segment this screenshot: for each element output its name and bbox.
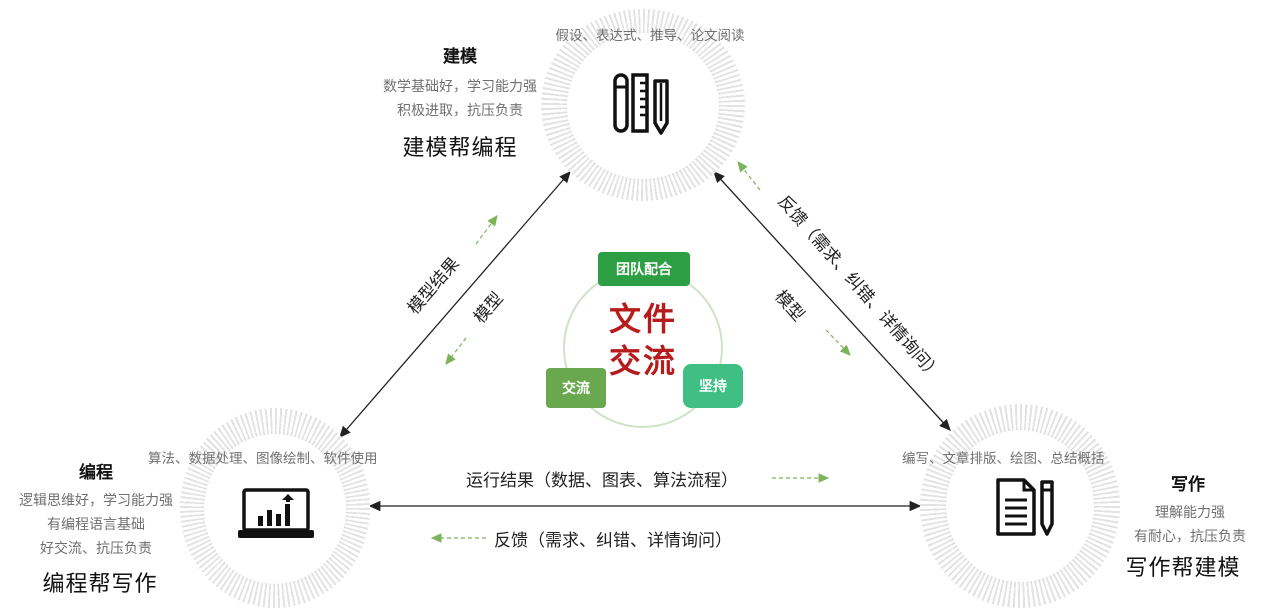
dashed-arrow-right-down xyxy=(825,329,851,356)
dashed-arrow-left-down xyxy=(445,337,467,365)
writing-traits-2: 有耐心，抗压负责 xyxy=(1134,529,1246,545)
modeling-circle xyxy=(541,9,745,201)
core-text-line-2: 交流 xyxy=(608,342,677,380)
tag-persistence: 坚持 xyxy=(683,364,743,408)
modeling-tasks: 假设、表达式、推导、论文阅读 xyxy=(555,28,745,44)
programming-traits-2: 有编程语言基础 xyxy=(47,517,145,533)
writing-circle xyxy=(920,404,1120,608)
core-text-line-1: 文件 xyxy=(608,300,677,338)
writing-role: 写作帮建模 xyxy=(1125,556,1241,581)
writing-title: 写作 xyxy=(1171,475,1205,495)
programming-role: 编程帮写作 xyxy=(42,572,158,597)
laptop-chart-icon xyxy=(238,488,314,538)
edge-modeling-programming xyxy=(339,171,571,438)
edge-label-feedback-bottom: 反馈（需求、纠错、详情询问） xyxy=(494,531,732,551)
writing-tasks: 编写、文章排版、绘图、总结概括 xyxy=(902,451,1105,467)
writing-traits-1: 理解能力强 xyxy=(1155,505,1225,521)
dashed-arrow-left-up xyxy=(475,215,498,245)
modeling-role: 建模帮编程 xyxy=(402,136,518,161)
programming-traits-1: 逻辑思维好，学习能力强 xyxy=(19,493,173,509)
programming-tasks: 算法、数据处理、图像绘制、软件使用 xyxy=(148,451,378,467)
document-pen-icon xyxy=(996,478,1054,536)
modeling-traits-1: 数学基础好，学习能力强 xyxy=(383,79,537,95)
modeling-traits-2: 积极进取，抗压负责 xyxy=(397,103,523,119)
programming-traits-3: 好交流、抗压负责 xyxy=(40,541,152,557)
dashed-arrow-right-up xyxy=(737,161,761,191)
programming-circle xyxy=(180,408,370,608)
programming-title: 编程 xyxy=(79,463,113,483)
edge-modeling-writing xyxy=(713,171,951,431)
tag-teamwork: 团队配合 xyxy=(598,252,690,286)
pencil-ruler-icon xyxy=(613,73,669,135)
modeling-title: 建模 xyxy=(443,47,477,67)
edge-label-run-result: 运行结果（数据、图表、算法流程） xyxy=(466,471,738,491)
tag-communication: 交流 xyxy=(546,368,606,408)
